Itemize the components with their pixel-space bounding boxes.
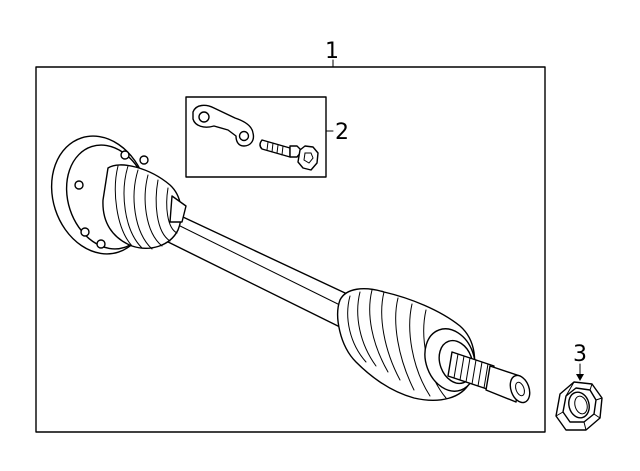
inner-cv-joint-icon bbox=[50, 135, 187, 255]
axle-shaft-assembly bbox=[50, 135, 531, 404]
callout-2-label: 2 bbox=[335, 120, 349, 145]
callout-1-label: 1 bbox=[325, 39, 339, 64]
retaining-plate-icon bbox=[192, 104, 255, 147]
callout-3-arrowhead bbox=[576, 374, 584, 381]
axle-nut-icon bbox=[555, 381, 603, 431]
bolt-icon bbox=[259, 139, 319, 171]
callout-3-label: 3 bbox=[573, 342, 587, 367]
assembly-frame bbox=[35, 66, 546, 433]
hardware-kit-inset: 2 bbox=[185, 96, 349, 178]
outer-cv-joint-icon bbox=[337, 288, 531, 404]
